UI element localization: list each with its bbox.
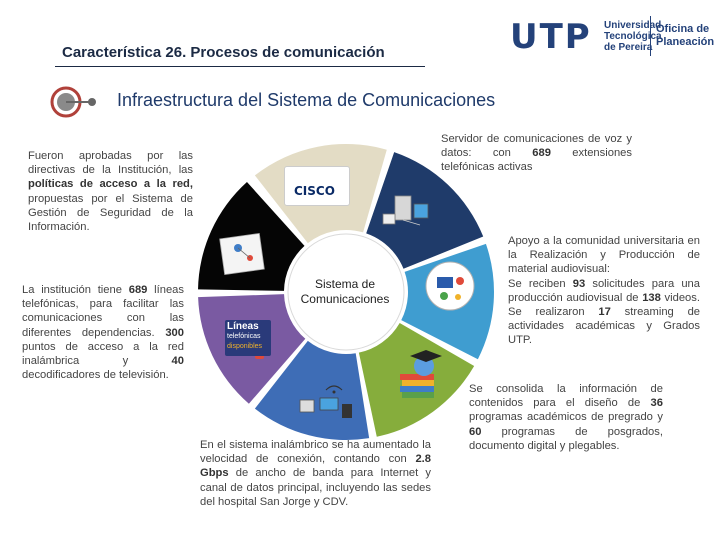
phone-lines-badge: Líneas telefónicas disponibles [225, 320, 271, 356]
logo-office-name: Oficina de Planeación [656, 23, 715, 48]
segment-wireless [254, 340, 370, 440]
cisco-logo-text: CISCO [294, 184, 335, 198]
wireless-text: En el sistema inalámbrico se ha aumentad… [200, 439, 431, 508]
section-subtitle: Infraestructura del Sistema de Comunicac… [117, 90, 496, 110]
wheel-hub [287, 233, 405, 351]
server-text: Servidor de comunicaciones de voz y dato… [441, 133, 632, 174]
logo-utp-letters: UTP [510, 17, 592, 57]
title-underline [55, 66, 425, 67]
logo-divider [650, 16, 651, 56]
graduation-books-icon [400, 350, 442, 398]
cisco-logo [284, 166, 350, 206]
policies-text: Fueron aprobadas por las directivas de l… [28, 150, 193, 234]
page-title: Característica 26. Procesos de comunicac… [62, 44, 385, 61]
logo-university-name: Universidad Tecnológica de Pereira [604, 20, 662, 53]
phone-lines-text: La institución tiene 689 líneas telefóni… [22, 284, 184, 382]
hub-label: Sistema de Comunicaciones [300, 277, 390, 306]
utp-logo: UTP Universidad Tecnológica de Pereira O… [510, 14, 714, 62]
network-map-icon [219, 232, 265, 276]
video-production-icon [425, 261, 475, 311]
wireless-devices-icon [299, 385, 352, 418]
content-programs-text: Se consolida la información de contenido… [469, 383, 663, 452]
audiovisual-support-text: Apoyo a la comunidad universitaria en la… [508, 235, 701, 347]
bullet-connector-icon [50, 86, 96, 118]
server-rack-icon [382, 195, 429, 226]
